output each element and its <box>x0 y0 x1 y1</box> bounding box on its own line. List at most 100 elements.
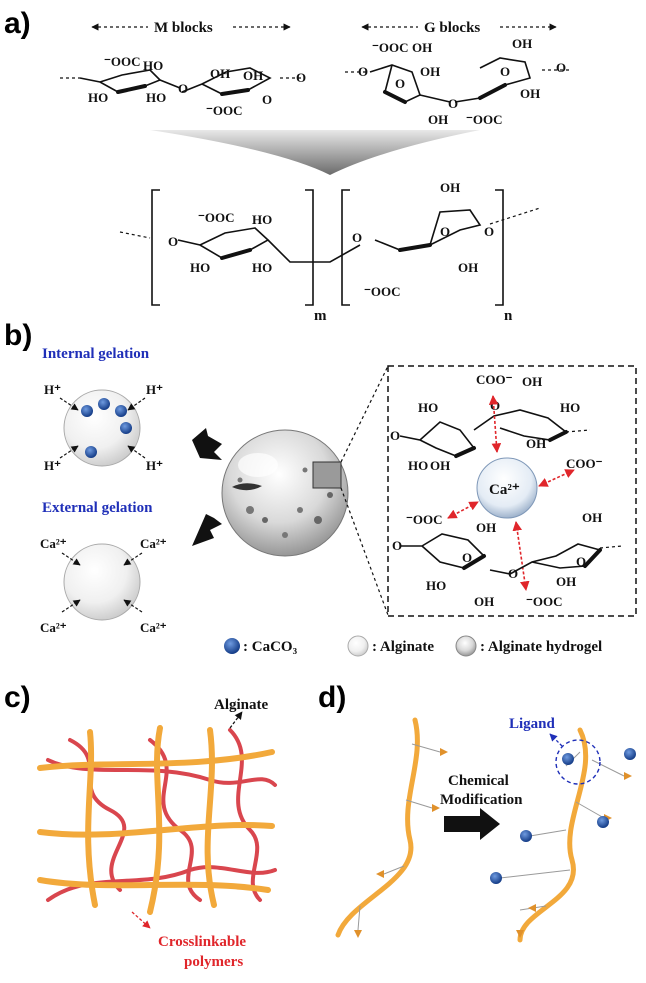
z-oh-4: OH <box>476 520 496 535</box>
panel-a-label: a) <box>4 7 31 40</box>
caco3-particle <box>85 446 97 458</box>
m-ooc-2: ⁻OOC <box>206 103 242 118</box>
side-chains <box>357 743 441 931</box>
z-oh-7: OH <box>556 574 576 589</box>
g-ooc-2: ⁻OOC <box>466 112 502 127</box>
m-oh-1: OH <box>210 66 230 81</box>
z-oh-1: OH <box>430 458 450 473</box>
unmodified-alginate-fiber <box>335 717 448 938</box>
internal-gelation-sphere: H⁺ H⁺ H⁺ H⁺ <box>44 382 163 473</box>
g-block-structure: ⁻OOC OH O OH O OH O OH O OH ⁻OOC O <box>345 36 570 127</box>
m-oh-2: OH <box>243 68 263 83</box>
h-plus-4: H⁺ <box>146 458 163 473</box>
funnel-shape <box>150 130 480 175</box>
legend-hydrogel-label: : Alginate hydrogel <box>480 639 602 655</box>
ligand-highlight-circle <box>555 739 601 785</box>
crosslinkable-label-line2: polymers <box>184 954 243 970</box>
ca2-1: Ca²⁺ <box>40 536 67 551</box>
g-oh-2: OH <box>420 64 440 79</box>
alginate-strands <box>37 725 275 915</box>
ligand-bead <box>490 872 502 884</box>
g-ooc-1: ⁻OOC <box>372 40 408 55</box>
z-coo-1: COO⁻ <box>476 372 513 387</box>
legend-caco3-label: : CaCO₃ <box>243 639 298 655</box>
z-ooc-2: ⁻OOC <box>526 594 562 609</box>
caco3-particle <box>120 422 132 434</box>
z-coo-2: COO⁻ <box>566 456 603 471</box>
chemical-modification-arrow <box>444 808 500 840</box>
c-o-4: O <box>484 224 494 239</box>
g-oh-4: OH <box>512 36 532 51</box>
ligand-bead <box>562 753 574 765</box>
c-ooc-2: ⁻OOC <box>364 284 400 299</box>
m-blocks-header: M blocks <box>91 20 291 36</box>
z-oh-2: OH <box>522 374 542 389</box>
g-oh-5: OH <box>520 86 540 101</box>
h-plus-1: H⁺ <box>44 382 61 397</box>
alginate-label: Alginate <box>214 697 269 713</box>
m-ho-3: HO <box>146 90 166 105</box>
z-o-6: O <box>576 554 586 569</box>
z-o-5: O <box>508 566 518 581</box>
g-oh-1: OH <box>412 40 432 55</box>
m-blocks-label: M blocks <box>154 20 213 36</box>
c-oh-2: OH <box>458 260 478 275</box>
crosslink-zoom-box: COO⁻ HO HO O OH O OH HO OH COO⁻ Ca²⁺ ⁻OO… <box>387 365 637 617</box>
g-blocks-label: G blocks <box>424 20 480 36</box>
external-gelation-sphere: Ca²⁺ Ca²⁺ Ca²⁺ Ca²⁺ <box>40 536 167 635</box>
ligand-bead <box>624 748 636 760</box>
m-ho-2: HO <box>88 90 108 105</box>
caco3-particle <box>81 405 93 417</box>
c-oh-1: OH <box>440 180 460 195</box>
m-ho-1: HO <box>143 58 163 73</box>
z-o-4: O <box>462 550 472 565</box>
ligand-bead <box>520 830 532 842</box>
n-subscript: n <box>504 308 513 324</box>
c-ooc-1: ⁻OOC <box>198 210 234 225</box>
c-o-3: O <box>440 224 450 239</box>
g-oh-3: OH <box>428 112 448 127</box>
ligand-bead <box>597 816 609 828</box>
z-ooc-1: ⁻OOC <box>406 512 442 527</box>
z-ho-1: HO <box>418 400 438 415</box>
m-subscript: m <box>314 308 327 324</box>
external-gelation-label: External gelation <box>42 500 153 516</box>
ligand-label: Ligand <box>509 716 556 732</box>
g-o-5: O <box>556 60 566 75</box>
ca2-2: Ca²⁺ <box>140 536 167 551</box>
h-plus-2: H⁺ <box>146 382 163 397</box>
panel-b-legend: : CaCO₃ : Alginate : Alginate hydrogel <box>224 635 602 657</box>
caco3-particle <box>115 405 127 417</box>
panel-d-label: d) <box>318 681 346 714</box>
m-o-3: O <box>296 70 306 85</box>
internal-gelation-label: Internal gelation <box>42 346 150 362</box>
g-blocks-header: G blocks <box>361 20 557 36</box>
h-plus-3: H⁺ <box>44 458 61 473</box>
crosslinkable-label-line1: Crosslinkable <box>158 934 246 950</box>
arrow-internal-to-hydrogel <box>192 428 222 460</box>
z-oh-5: OH <box>474 594 494 609</box>
m-ooc-1: ⁻OOC <box>104 54 140 69</box>
g-o-4: O <box>500 64 510 79</box>
c-o-1: O <box>168 234 178 249</box>
panel-b-label: b) <box>4 319 32 352</box>
g-o-1: O <box>358 64 368 79</box>
modified-alginate-fiber <box>490 727 636 943</box>
z-ho-4: HO <box>426 578 446 593</box>
ca2-4: Ca²⁺ <box>140 620 167 635</box>
c-ho-1: HO <box>252 212 272 227</box>
modification-label: Modification <box>440 792 523 808</box>
arrow-external-to-hydrogel <box>192 514 222 546</box>
ca2-3: Ca²⁺ <box>40 620 67 635</box>
panel-c-label: c) <box>4 681 31 714</box>
z-o-3: O <box>392 538 402 553</box>
c-ho-2: HO <box>190 260 210 275</box>
z-o-2: O <box>490 398 500 413</box>
z-o-1: O <box>390 428 400 443</box>
legend-alginate-label: : Alginate <box>372 639 434 655</box>
legend-hydrogel-swatch <box>455 635 477 657</box>
z-ho-3: HO <box>560 400 580 415</box>
legend-caco3-swatch <box>224 638 240 654</box>
g-o-3: O <box>448 96 458 111</box>
c-o-2: O <box>352 230 362 245</box>
